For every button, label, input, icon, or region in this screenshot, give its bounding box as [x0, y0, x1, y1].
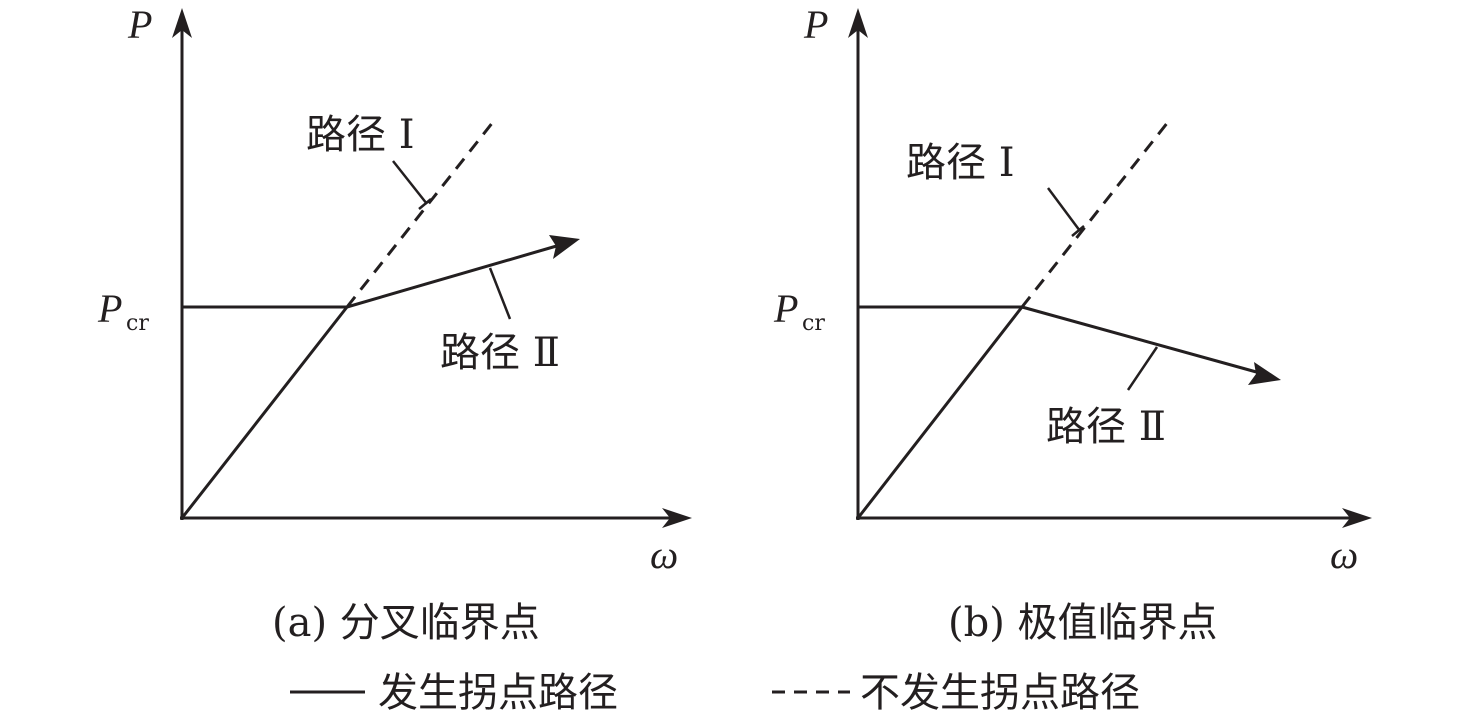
x-axis-label: ω [650, 532, 678, 577]
legend-solid-label: 发生拐点路径 [378, 670, 618, 716]
path-2-leader [1126, 346, 1159, 391]
prebuckling-path [180, 306, 349, 519]
path-1-label: 路径 Ⅰ [906, 140, 1015, 186]
pcr-subscript: cr [126, 311, 149, 336]
path-2-leader [488, 267, 512, 320]
path-2-arrow-icon [549, 235, 580, 259]
y-axis-label: P [127, 2, 152, 47]
path-1-leader-tick [418, 198, 432, 210]
path-1-dashed [345, 121, 495, 308]
path-2-label: 路径 Ⅱ [1046, 404, 1166, 450]
panel-b: P ω P cr 路径 Ⅰ 路径 Ⅱ (b) 极值临界点 [773, 2, 1372, 646]
path-1-dashed [1020, 121, 1170, 308]
pcr-label: P [97, 286, 122, 331]
path-2-label: 路径 Ⅱ [440, 330, 560, 376]
path-2-solid [1021, 305, 1261, 375]
x-axis-arrow-icon [662, 508, 692, 528]
panel-a: P ω P cr 路径 Ⅰ 路径 Ⅱ (a) 分叉临界点 [97, 2, 692, 646]
caption-a: (a) 分叉临界点 [272, 600, 540, 646]
pcr-label: P [773, 286, 798, 331]
caption-b: (b) 极值临界点 [948, 600, 1218, 646]
x-axis-label: ω [1330, 532, 1358, 577]
y-axis-label: P [803, 2, 828, 47]
y-axis-arrow-icon [172, 8, 192, 38]
path-1-leader [1046, 187, 1082, 232]
path-2-arrow-icon [1248, 362, 1281, 385]
x-axis-arrow-icon [1342, 508, 1372, 528]
prebuckling-path [856, 306, 1024, 519]
path-1-leader-tick [1071, 225, 1085, 237]
path-1-label: 路径 Ⅰ [306, 112, 415, 158]
y-axis-arrow-icon [848, 8, 868, 38]
legend: 发生拐点路径 不发生拐点路径 [290, 670, 1140, 716]
pcr-subscript: cr [802, 311, 825, 336]
path-1-leader [392, 160, 428, 205]
legend-dashed-label: 不发生拐点路径 [860, 670, 1140, 716]
path-2-solid [346, 243, 561, 309]
